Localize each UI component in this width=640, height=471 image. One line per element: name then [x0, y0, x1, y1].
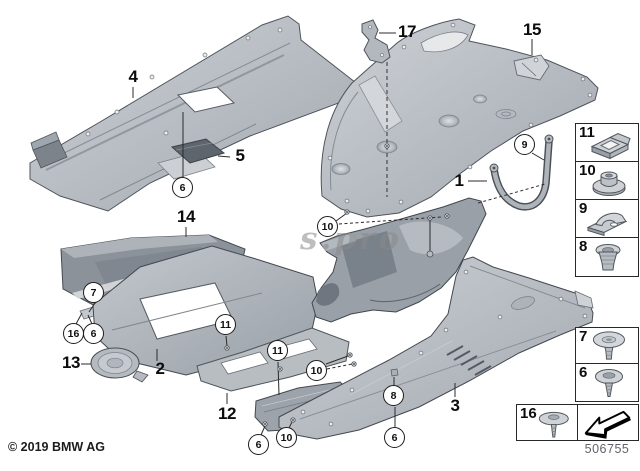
legend-number: 7: [579, 328, 588, 345]
flange-nut-icon: [592, 171, 626, 196]
legend-number: 16: [520, 405, 537, 422]
part-2-panel[interactable]: [92, 245, 319, 376]
part-5-cover[interactable]: [157, 138, 226, 180]
part-3-panel[interactable]: [278, 256, 594, 440]
legend-number: 11: [579, 124, 595, 141]
legend-number: 10: [579, 162, 596, 179]
part-4-panel[interactable]: [29, 15, 361, 212]
copyright-notice: © 2019 BMW AG: [8, 440, 105, 454]
leader-lines: [75, 32, 546, 436]
part-1-strap[interactable]: [489, 134, 554, 211]
callout-11-a[interactable]: 11: [215, 314, 236, 335]
callout-10-b[interactable]: 10: [306, 360, 327, 381]
part-label-3[interactable]: 3: [450, 396, 460, 415]
screw-rivet-icon: [595, 369, 623, 397]
legend-item-16[interactable]: 16: [516, 404, 578, 441]
expansion-grommet-icon: [595, 244, 621, 271]
legend-item-8[interactable]: 8: [575, 237, 639, 277]
legend-item-7[interactable]: 7: [575, 327, 639, 364]
part-label-15[interactable]: 15: [523, 20, 541, 39]
callout-11-b[interactable]: 11: [267, 340, 288, 361]
direction-arrow-icon: [584, 410, 631, 439]
part-label-12[interactable]: 12: [218, 404, 236, 423]
legend-item-11[interactable]: 11: [575, 123, 639, 162]
part-label-14[interactable]: 14: [177, 207, 195, 226]
part-label-17[interactable]: 17: [398, 22, 416, 41]
part-label-13[interactable]: 13: [62, 353, 80, 372]
push-pin-icon: [538, 411, 569, 438]
part-label-4[interactable]: 4: [128, 67, 138, 86]
legend-number: 8: [579, 238, 588, 255]
fastener-markers: [180, 143, 450, 427]
legend-item-9[interactable]: 9: [575, 199, 639, 238]
diagram-number: 506755: [584, 442, 630, 456]
legend-item-10[interactable]: 10: [575, 161, 639, 200]
legend-arrow-box[interactable]: [577, 404, 639, 441]
watermark: s.pro: [300, 221, 402, 257]
callout-9[interactable]: 9: [514, 134, 535, 155]
legend-item-6[interactable]: 6: [575, 363, 639, 402]
tunnel-shield[interactable]: [311, 197, 487, 323]
push-rivet-icon: [592, 331, 625, 360]
callout-16[interactable]: 16: [63, 323, 84, 344]
part-label-2[interactable]: 2: [155, 359, 165, 378]
callout-10-a[interactable]: 10: [317, 216, 338, 237]
part-15-panel[interactable]: [320, 18, 599, 218]
callout-6-b[interactable]: 6: [83, 323, 104, 344]
part-17-bracket[interactable]: [361, 19, 391, 64]
legend-number: 9: [579, 200, 588, 217]
part-13-cover[interactable]: [90, 347, 149, 383]
callout-7[interactable]: 7: [83, 282, 104, 303]
legend-number: 6: [579, 364, 588, 381]
callout-8[interactable]: 8: [383, 385, 404, 406]
clip-nut-icon: [586, 212, 628, 237]
part-label-1[interactable]: 1: [454, 171, 464, 190]
cage-nut-icon: [590, 132, 631, 160]
callout-10-c[interactable]: 10: [276, 427, 297, 448]
part-label-5[interactable]: 5: [235, 146, 245, 165]
callout-6-a[interactable]: 6: [172, 177, 193, 198]
callout-6-c[interactable]: 6: [384, 427, 405, 448]
callout-6-d[interactable]: 6: [248, 434, 269, 455]
